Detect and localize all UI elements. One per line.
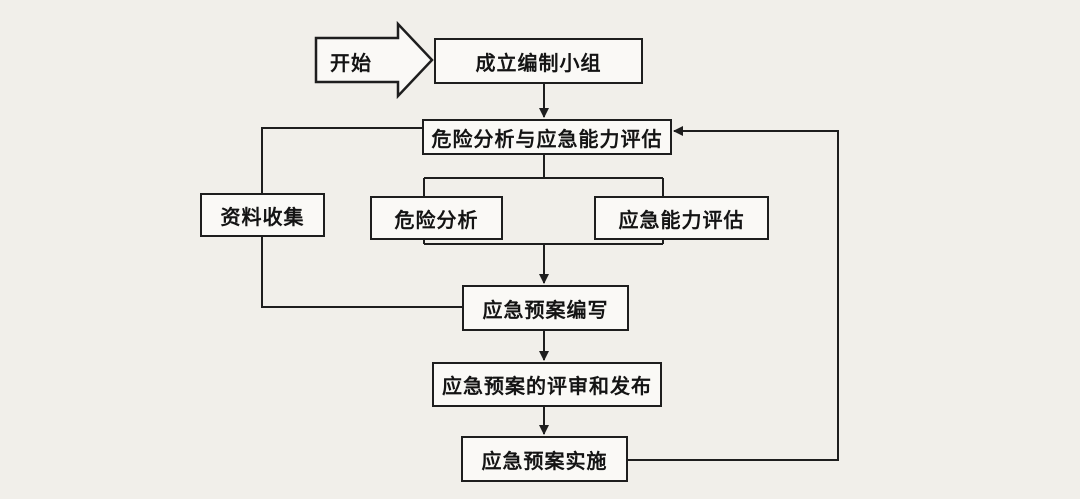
box-capability-assessment: 应急能力评估: [594, 196, 769, 240]
box-plan-implementation-label: 应急预案实施: [481, 448, 608, 473]
box-plan-implementation: 应急预案实施: [461, 436, 628, 482]
start-arrow-shape: [314, 20, 434, 100]
box-risk-analysis-label: 危险分析: [394, 207, 479, 232]
connector-data-collection-to-writing: [261, 237, 462, 308]
box-capability-assessment-label: 应急能力评估: [618, 207, 745, 232]
arrow-feedback-loop: [628, 126, 839, 461]
connector-assessment-to-data-collection: [261, 127, 422, 193]
box-setup-team-label: 成立编制小组: [475, 50, 602, 75]
box-data-collection: 资料收集: [200, 193, 325, 237]
box-plan-review-publish: 应急预案的评审和发布: [432, 362, 662, 407]
box-risk-capability-assessment-label: 危险分析与应急能力评估: [431, 126, 663, 151]
box-plan-writing-label: 应急预案编写: [482, 297, 609, 322]
box-setup-team: 成立编制小组: [434, 38, 643, 84]
box-risk-analysis: 危险分析: [370, 196, 503, 240]
box-plan-review-publish-label: 应急预案的评审和发布: [442, 374, 652, 398]
start-label: 开始: [330, 51, 372, 75]
box-data-collection-label: 资料收集: [220, 204, 305, 229]
box-risk-capability-assessment: 危险分析与应急能力评估: [422, 119, 672, 155]
box-plan-writing: 应急预案编写: [462, 285, 629, 331]
